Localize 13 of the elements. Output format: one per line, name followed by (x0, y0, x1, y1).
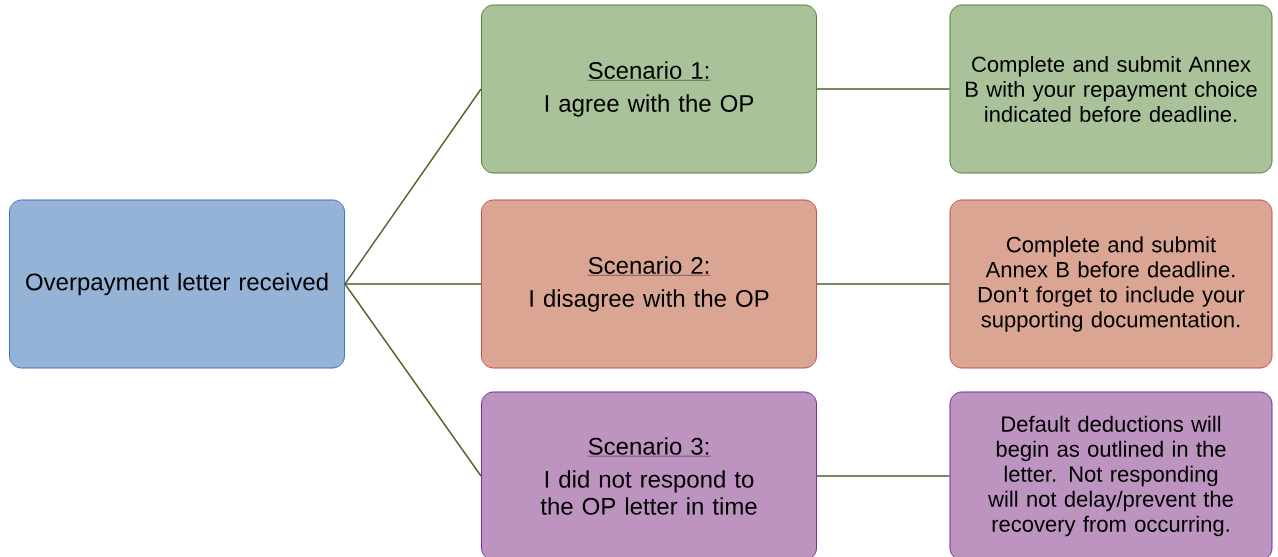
connector-line (344, 88, 482, 285)
start-box: Overpayment letter received (9, 199, 345, 369)
action-box: Complete and submit Annex B with your repayment choice indicated before deadline. (949, 4, 1273, 174)
connector-line (816, 283, 951, 285)
connector-line (816, 475, 951, 477)
action-box: Default deductions will begin as outlined in the letter. Not responding will not delay/prevent the recovery from occurring. (949, 391, 1273, 557)
scenario-box: Scenario 2: I disagree with the OP (481, 199, 817, 369)
scenario-box: Scenario 3: I did not respond to the OP letter in time (481, 391, 817, 557)
connector-line (816, 88, 951, 90)
scenario-box: Scenario 1: I agree with the OP (481, 4, 817, 174)
connector-line (344, 283, 482, 285)
action-box: Complete and submit Annex B before deadline. Don’t forget to include your supporting documentation. (949, 199, 1273, 369)
connector-line (344, 283, 482, 477)
